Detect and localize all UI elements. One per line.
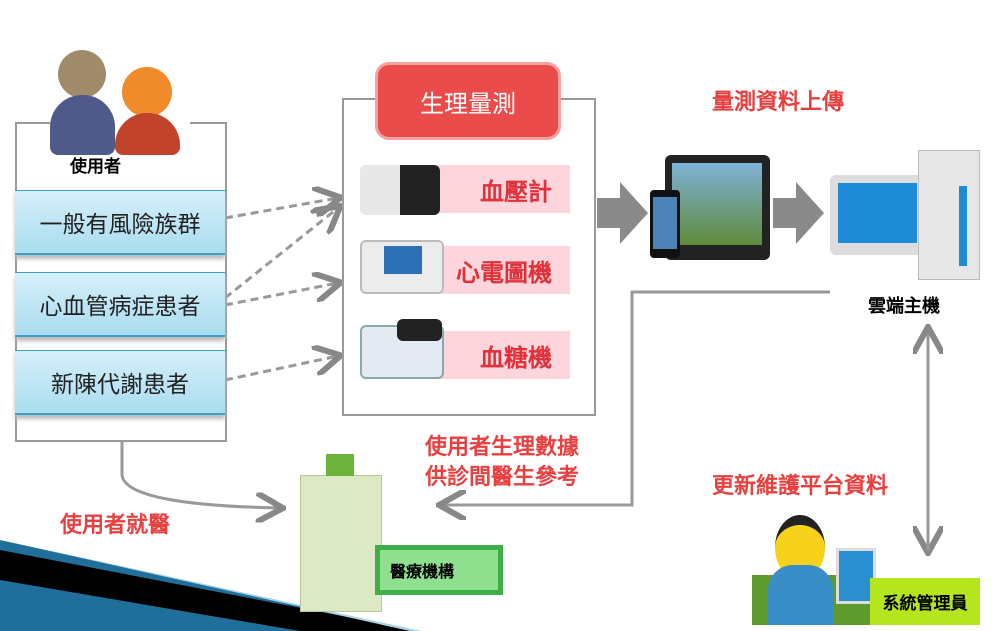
measurement-title: 生理量測 bbox=[375, 62, 561, 140]
hospital-label-box: 醫療機構 bbox=[375, 545, 503, 595]
admin-body bbox=[768, 565, 833, 625]
users-label: 使用者 bbox=[70, 157, 121, 177]
cloud-server-icon bbox=[830, 165, 930, 275]
ecg-machine-icon bbox=[360, 240, 444, 294]
device-ecg: 心電圖機 bbox=[430, 246, 570, 294]
blood-pressure-monitor-icon bbox=[360, 165, 440, 215]
doctor-label: 使用者生理數據 供診間醫生參考 bbox=[425, 433, 579, 493]
server-tower-icon bbox=[918, 150, 980, 280]
doctor-label-line2: 供診間醫生參考 bbox=[425, 465, 580, 490]
upload-label: 量測資料上傳 bbox=[712, 90, 845, 115]
visit-label: 使用者就醫 bbox=[60, 513, 171, 538]
hospital-label: 醫療機構 bbox=[380, 550, 498, 590]
tablet-icon bbox=[665, 155, 770, 260]
admin-monitor-icon bbox=[836, 548, 876, 604]
doctor-label-line1: 使用者生理數據 bbox=[425, 435, 580, 460]
admin-label: 系統管理員 bbox=[870, 578, 980, 625]
group-at-risk: 一般有風險族群 bbox=[15, 190, 225, 255]
phone-icon bbox=[650, 190, 680, 258]
maintain-label: 更新維護平台資料 bbox=[712, 474, 889, 499]
upload-arrows bbox=[597, 182, 824, 244]
users-icon bbox=[50, 45, 190, 155]
hospital-building-icon bbox=[300, 454, 382, 612]
dashed-arrows bbox=[224, 198, 338, 382]
cloud-server-label: 雲端主機 bbox=[868, 296, 940, 317]
device-blood-pressure: 血壓計 bbox=[430, 165, 570, 213]
group-cardiovascular: 心血管病症患者 bbox=[15, 272, 225, 337]
glucose-meter-icon bbox=[360, 319, 444, 379]
device-glucose: 血糖機 bbox=[430, 331, 570, 379]
group-metabolic: 新陳代謝患者 bbox=[15, 350, 225, 415]
